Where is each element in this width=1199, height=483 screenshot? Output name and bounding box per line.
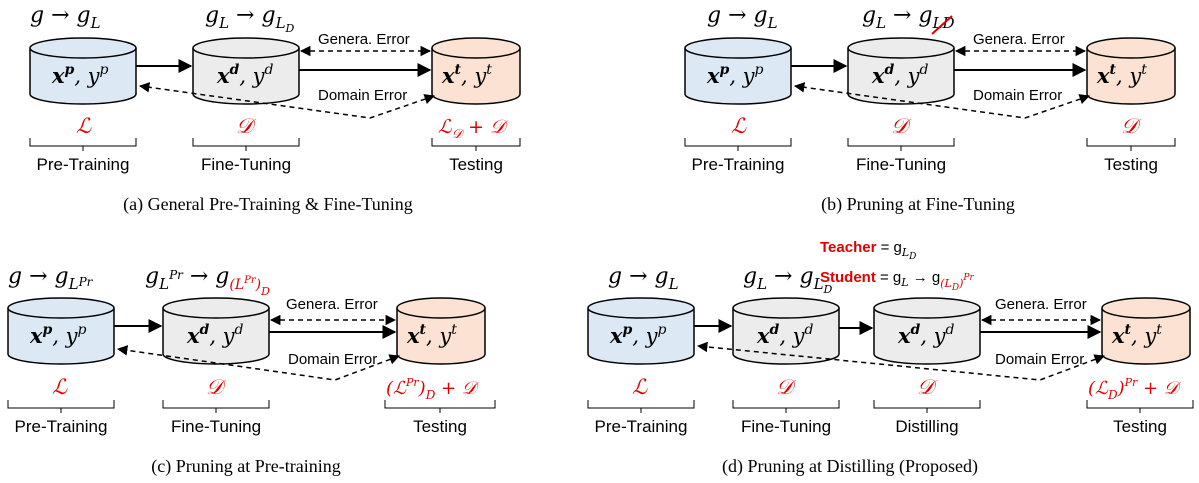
domain-error-arrow	[138, 82, 435, 119]
caption-d: (d) Pruning at Distilling (Proposed)	[722, 456, 978, 477]
eq-finetune: gL → gLD	[743, 264, 833, 296]
cylinder-pretrain-label: xp, yp	[609, 322, 667, 348]
loss-pretrain: ℒ	[52, 375, 68, 399]
brace-pretrain	[587, 400, 695, 413]
panel-b: g → gL gL → gLD xp, yp xd, yd xt, yt Gen…	[684, 3, 1176, 215]
eq-pretrain: g → gL	[608, 264, 679, 293]
caption-a: (a) General Pre-Training & Fine-Tuning	[123, 194, 413, 215]
stage-test: Testing	[413, 417, 467, 436]
eq-pretrain: g → gL	[707, 3, 778, 32]
brace-test	[384, 400, 496, 413]
genera-error-label: Genera. Error	[286, 296, 378, 313]
eq-finetune: gLPr → g(LPr)D	[145, 264, 270, 298]
stage-pretrain: Pre-Training	[595, 417, 688, 436]
stage-finetune: Fine-Tuning	[171, 417, 261, 436]
loss-pretrain: ℒ	[632, 375, 648, 399]
loss-test: 𝒟	[1121, 114, 1142, 138]
loss-pretrain: ℒ	[731, 114, 747, 138]
brace-finetune	[192, 138, 300, 151]
domain-error-label: Domain Error	[288, 351, 377, 368]
stage-test: Testing	[1113, 417, 1167, 436]
eq-finetune: gL → gLD	[205, 3, 295, 35]
cylinder-test-label: xt, yt	[406, 322, 457, 348]
cylinder-pretrain-label: xp, yp	[706, 62, 764, 88]
domain-error-label: Domain Error	[995, 351, 1084, 368]
loss-pretrain: ℒ	[76, 114, 92, 138]
domain-error-arrow	[116, 345, 400, 381]
brace-pretrain	[7, 400, 115, 413]
strike-mark	[931, 15, 953, 35]
caption-b: (b) Pruning at Fine-Tuning	[821, 194, 1015, 215]
loss-finetune: 𝒟	[206, 375, 227, 399]
teacher-definition: Teacher = gLD	[820, 239, 916, 262]
student-definition: Student = gL → g(LD)Pr	[820, 269, 974, 293]
caption-c: (c) Pruning at Pre-training	[151, 456, 340, 477]
brace-test	[1086, 138, 1176, 151]
stage-finetune: Fine-Tuning	[741, 417, 831, 436]
cylinder-finetune-label: xd, yd	[186, 322, 244, 348]
stage-test: Testing	[449, 155, 503, 174]
stage-pretrain: Pre-Training	[692, 155, 785, 174]
panel-d: Teacher = gLD Student = gL → g(LD)Pr g →…	[587, 239, 1194, 477]
genera-error-label: Genera. Error	[973, 31, 1065, 48]
loss-distill: 𝒟	[917, 375, 938, 399]
brace-pretrain	[684, 138, 792, 151]
loss-test: (ℒPr)D + 𝒟	[386, 376, 480, 402]
brace-pretrain	[29, 138, 137, 151]
brace-test	[1086, 400, 1194, 413]
stage-finetune: Fine-Tuning	[201, 155, 291, 174]
domain-error-arrow	[696, 341, 1105, 381]
brace-finetune	[732, 400, 840, 413]
stage-distill: Distilling	[895, 417, 958, 436]
loss-finetune: 𝒟	[776, 375, 797, 399]
panel-c: g → gLPr gLPr → g(LPr)D xp, yp xd, yd xt…	[7, 264, 496, 477]
stage-pretrain: Pre-Training	[15, 417, 108, 436]
brace-test	[431, 138, 521, 151]
cylinder-pretrain-label: xp, yp	[29, 322, 87, 348]
eq-pretrain: g → gL	[30, 3, 101, 32]
domain-error-label: Domain Error	[973, 87, 1062, 104]
domain-error-label: Domain Error	[318, 87, 407, 104]
brace-finetune	[162, 400, 270, 413]
cylinder-pretrain-label: xp, yp	[51, 62, 109, 88]
cylinder-test-label: xt, yt	[1096, 62, 1147, 88]
genera-error-label: Genera. Error	[318, 31, 410, 48]
domain-error-arrow	[793, 82, 1090, 119]
stage-test: Testing	[1104, 155, 1158, 174]
panel-a: g → gL gL → gLD xp, yp xd, yd xt, yt Gen…	[29, 3, 521, 215]
stage-pretrain: Pre-Training	[37, 155, 130, 174]
eq-pretrain: g → gLPr	[8, 264, 94, 293]
loss-finetune: 𝒟	[891, 114, 912, 138]
genera-error-label: Genera. Error	[995, 296, 1087, 313]
loss-test: (ℒD)Pr + 𝒟	[1088, 376, 1182, 402]
cylinder-test-label: xt, yt	[441, 62, 492, 88]
brace-finetune	[847, 138, 955, 151]
cylinder-test-label: xt, yt	[1111, 322, 1162, 348]
eq-finetune: gL → gLD	[862, 3, 955, 32]
loss-test: ℒ𝒟 + 𝒟	[438, 116, 509, 142]
brace-distill	[873, 400, 981, 413]
loss-finetune: 𝒟	[236, 114, 257, 138]
stage-finetune: Fine-Tuning	[856, 155, 946, 174]
